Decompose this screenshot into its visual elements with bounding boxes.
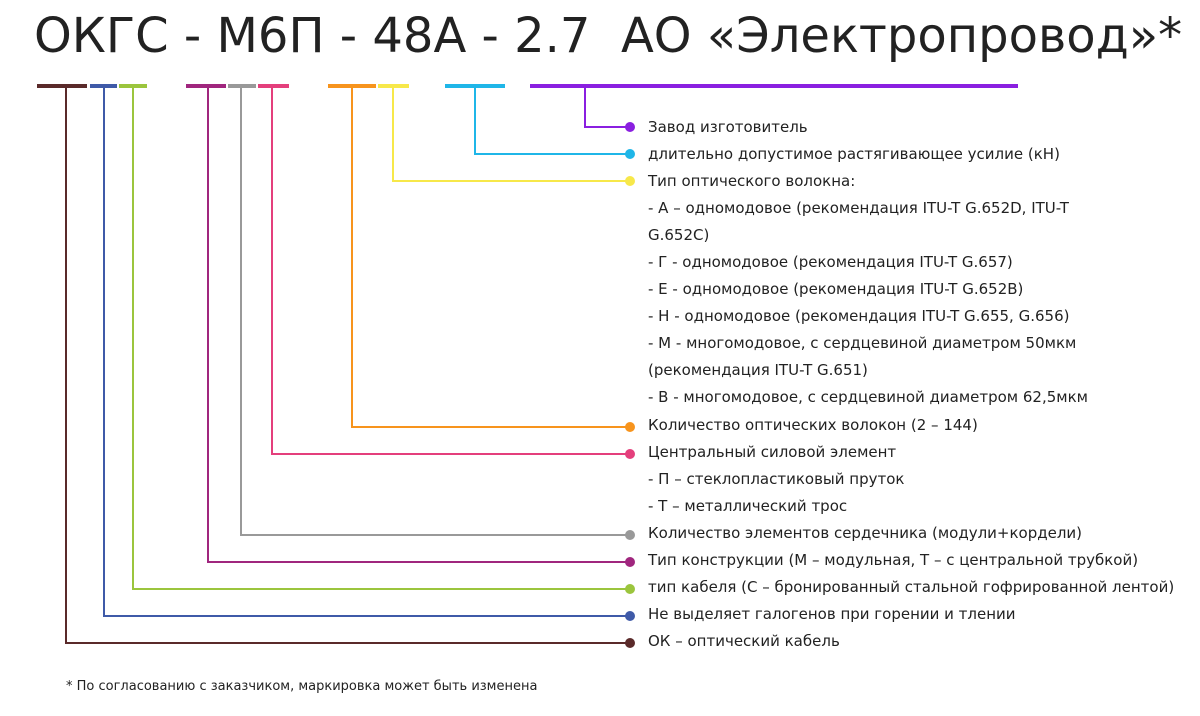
connector-dot <box>625 176 635 186</box>
legend-label-construction: Тип конструкции (М – модульная, Т – с це… <box>648 551 1139 569</box>
connector-dot <box>625 611 635 621</box>
legend-label-central-element: Центральный силовой элемент <box>648 443 897 461</box>
fiber-type-option: - М - многомодовое, с сердцевиной диамет… <box>648 334 1077 352</box>
marking-code-text: ОКГС - М6П - 48А - 2.7 АО «Электропровод… <box>34 8 1159 64</box>
central-element-option: - П – стеклопластиковый пруток <box>648 470 905 488</box>
fiber-type-option: - Е - одномодовое (рекомендация ITU-T G.… <box>648 280 1024 298</box>
fiber-type-option: - Н - одномодовое (рекомендация ITU-T G.… <box>648 307 1070 325</box>
fiber-type-option: - Г - одномодовое (рекомендация ITU-T G.… <box>648 253 1013 271</box>
legend-label-halogen-free: Не выделяет галогенов при горении и тлен… <box>648 605 1016 623</box>
connector-dot <box>625 122 635 132</box>
legend-label-optical-cable: ОК – оптический кабель <box>648 632 840 650</box>
connector-line <box>351 86 630 428</box>
connector-line <box>207 86 630 563</box>
fiber-type-option: - В - многомодовое, с сердцевиной диамет… <box>648 388 1088 406</box>
fiber-type-option: (рекомендация ITU-T G.651) <box>648 361 868 379</box>
connector-line <box>584 86 630 128</box>
fiber-type-option: G.652C) <box>648 226 710 244</box>
legend-label-fiber-type: Тип оптического волокна: <box>648 172 856 190</box>
legend-label-factory: Завод изготовитель <box>648 118 808 136</box>
cable-marking-code: ОКГС - М6П - 48А - 2.7 АО «Электропровод… <box>34 12 1182 60</box>
legend-label-core-count: Количество элементов сердечника (модули+… <box>648 524 1083 542</box>
legend-label-cable-type: тип кабеля (С – бронированный стальной г… <box>648 578 1175 596</box>
connector-dot <box>625 449 635 459</box>
connector-dot <box>625 638 635 648</box>
legend-label-tension: длительно допустимое растягивающее усили… <box>648 145 1060 163</box>
connector-line <box>65 86 630 644</box>
asterisk-mark: * <box>1158 8 1183 64</box>
connector-dot <box>625 530 635 540</box>
connector-line <box>271 86 630 455</box>
central-element-option: - Т – металлический трос <box>648 497 848 515</box>
legend-label-fiber-count: Количество оптических волокон (2 – 144) <box>648 416 978 434</box>
connector-line <box>132 86 630 590</box>
connector-line <box>240 86 630 536</box>
connector-line <box>103 86 630 617</box>
fiber-type-option: - А – одномодовое (рекомендация ITU-T G.… <box>648 199 1069 217</box>
connector-line <box>392 86 630 182</box>
connector-dot <box>625 557 635 567</box>
connector-line <box>474 86 630 155</box>
connector-dot <box>625 149 635 159</box>
connector-dot <box>625 584 635 594</box>
connector-dot <box>625 422 635 432</box>
footnote: * По согласованию с заказчиком, маркиров… <box>66 679 538 694</box>
